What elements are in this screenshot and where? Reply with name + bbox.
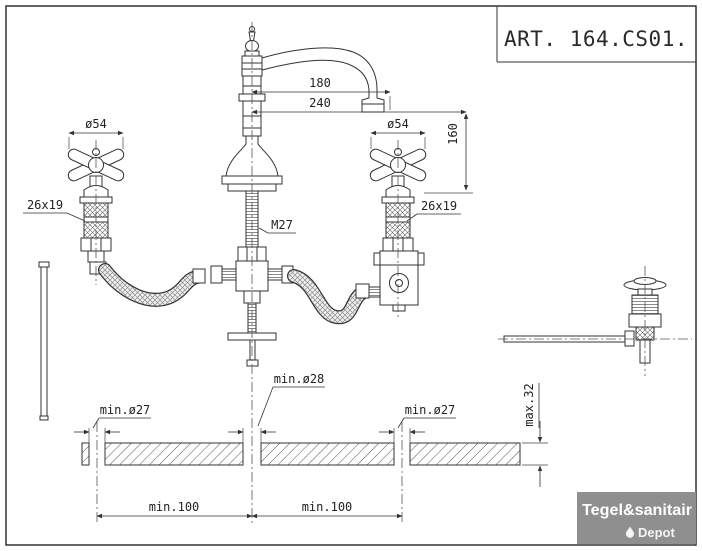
dim-left-handle-diameter: ø54 [85, 117, 107, 131]
dim-spout-reach: 180 [309, 76, 331, 90]
dim-spout-height: 160 [446, 123, 460, 145]
countertop-section [81, 442, 521, 466]
logo-background [577, 492, 696, 544]
dim-left-hole-spacing: min.100 [149, 500, 200, 514]
lift-rod [38, 261, 50, 421]
dim-right-valve-connection: 26x19 [421, 199, 457, 213]
dim-center-hole-min: min.ø28 [274, 372, 325, 386]
logo: Tegel&sanitair Depot [577, 492, 696, 544]
right-hose [287, 269, 370, 325]
dim-left-valve-connection: 26x19 [27, 198, 63, 212]
dim-overall-reach: 240 [309, 96, 331, 110]
logo-brand-text: Tegel&sanitair [582, 502, 692, 519]
droplet-icon [625, 526, 635, 538]
dim-right-hole-min: min.ø27 [405, 403, 456, 417]
dim-right-hole-spacing: min.100 [302, 500, 353, 514]
title-block: ART. 164.CS01. [496, 6, 696, 63]
dim-right-handle-diameter: ø54 [387, 117, 409, 131]
left-hose [98, 263, 206, 307]
art-number: ART. 164.CS01. [504, 27, 688, 51]
dim-left-hole-min: min.ø27 [100, 403, 151, 417]
dim-center-mount-thread: M27 [271, 218, 293, 232]
dimensions: 180 240 160 ø54 ø54 26x19 26x19 M27 min.… [23, 76, 548, 519]
right-valve [368, 148, 427, 312]
logo-sub-text: Depot [638, 525, 676, 540]
dim-deck-thickness-max: max.32 [522, 383, 536, 426]
centerlines [95, 22, 692, 523]
